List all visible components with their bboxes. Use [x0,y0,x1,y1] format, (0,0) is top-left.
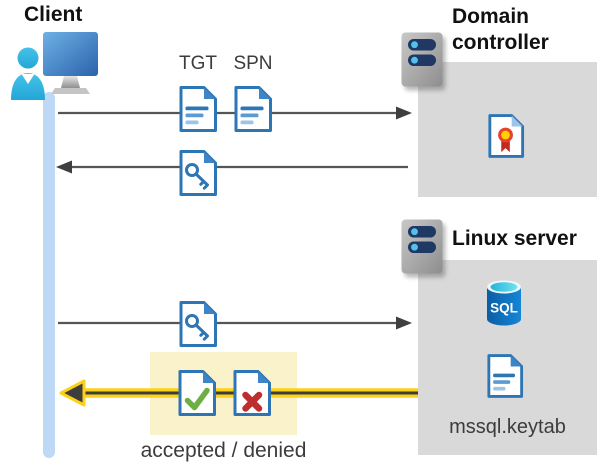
accepted-document-icon [178,370,216,416]
certificate-document-icon [488,114,525,158]
spn-document-icon [234,86,272,132]
key-document-icon [179,301,217,347]
keytab-document-icon [487,354,524,398]
tgt-document-icon [179,86,217,132]
key-document-icon [179,150,217,196]
ticket-response-arrow [56,160,408,174]
person-collar [21,74,35,84]
person-body [11,73,45,100]
monitor-icon [43,32,98,76]
tgt-label: TGT [179,53,217,74]
person-head [17,47,39,69]
sql-database-icon: SQL [487,280,521,326]
result-label: accepted / denied [140,439,307,462]
domain-controller-title: Domain controller [452,5,549,54]
service-ticket-arrow [58,316,412,330]
monitor-stand [61,76,80,88]
client-title: Client [24,3,83,26]
spn-label: SPN [233,53,273,74]
client-lifeline [43,92,55,458]
server-icon [401,32,443,87]
linux-server-title: Linux server [452,227,577,250]
keytab-label: mssql.keytab [449,416,566,438]
denied-document-icon [233,370,271,416]
sql-icon-label: SQL [490,301,518,316]
certificate-ribbon [501,139,510,153]
monitor-base [51,88,90,94]
result-highlight [150,352,297,435]
client-workstation-icon [11,32,98,100]
server-icon [401,219,443,274]
